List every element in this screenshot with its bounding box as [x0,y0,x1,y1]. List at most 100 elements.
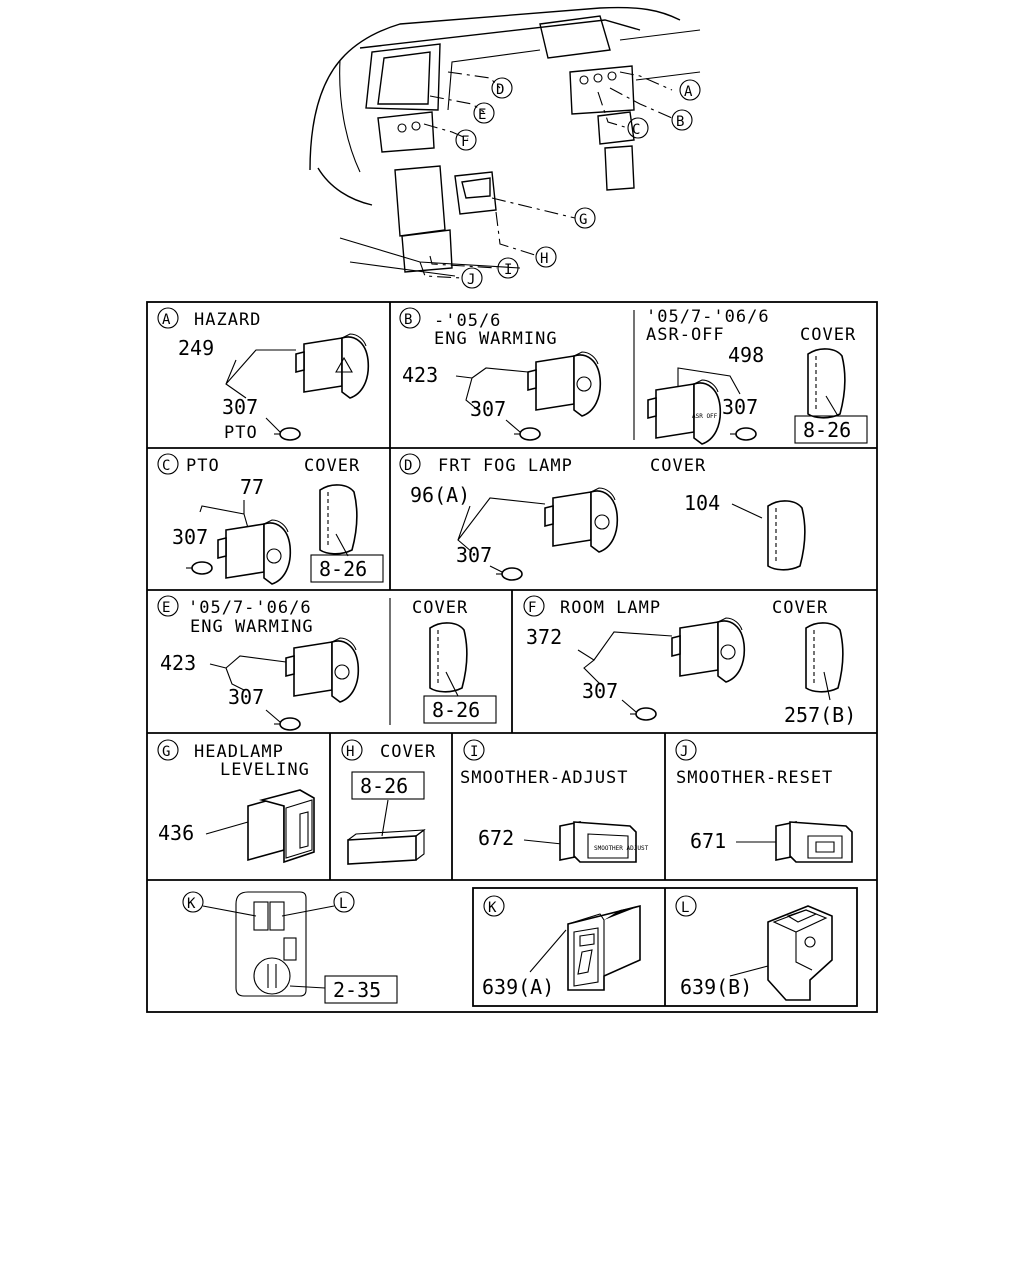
panel-c-letter: C [162,458,170,474]
panel-b-line2: ENG WARMING [434,329,558,349]
smoother-adjust-switch: SMOOTHER ADJUST [559,821,649,863]
cover-piece [805,622,844,693]
panel-h-ref: 8-26 [360,774,408,798]
blank-cover [347,828,426,865]
callout-i-label: I [504,262,512,278]
switch-639b [767,905,833,1001]
panel-b2-part: 498 [728,343,764,367]
panel-c-ref: 8-26 [319,557,367,581]
panel-d-bulb-part: 307 [456,543,492,567]
panel-c-cover-label: COVER [304,456,360,476]
panel-i-part: 672 [478,826,514,850]
panel-a-hazard: A HAZARD 249 307 PTO [157,307,370,443]
panel-kl-ref: 2-35 [333,978,381,1002]
callout-c: C [627,117,649,139]
panel-kl-locator: K L 2-35 [182,891,398,1004]
panel-j-letter: J [680,744,688,760]
callout-b-label: B [676,114,684,130]
panel-a-title: HAZARD [194,310,261,330]
panel-e-part: 423 [160,651,196,675]
cover-piece [319,484,358,555]
panel-f-letter: F [528,600,536,616]
panel-k-part: 639(A) [482,975,554,999]
panel-c-bulb-part: 307 [172,525,208,549]
panel-e-cover-label: COVER [412,598,468,618]
panel-g-line2: LEVELING [220,760,310,780]
panel-a-bulb-label: PTO [224,423,258,443]
panel-f-room-lamp: F ROOM LAMP COVER 372 307 257(B) [523,595,856,727]
panel-j-smoother-reset: J SMOOTHER-RESET 671 [675,739,853,863]
panel-b-letter: B [404,312,412,328]
callout-f: F [455,129,477,151]
panel-g-letter: G [162,744,170,760]
asr-off-switch [647,379,722,445]
panel-i-letter: I [470,744,478,760]
panel-b2-bulb-part: 307 [722,395,758,419]
switch-639a [567,904,641,991]
callout-i: I [497,257,519,279]
locator-l-letter: L [339,896,347,912]
panel-d-letter: D [404,458,412,474]
panel-b-eng-warming: B -'05/6 ENG WARMING 423 307 [399,307,602,441]
panel-g-headlamp-leveling: G HEADLAMP LEVELING 436 [157,739,315,864]
callout-h: H [535,246,557,268]
panel-b-asr-off: '05/7-'06/6 ASR-OFF COVER 498 ASR OFF 30… [646,307,868,445]
panel-b-part: 423 [402,363,438,387]
panel-d-title: FRT FOG LAMP [438,456,573,476]
panel-h-cover: H COVER 8-26 [341,739,436,865]
dashboard-overview: A B C D E F G H I J [309,6,701,289]
callout-a: A [679,79,701,101]
panel-c-pto: C PTO COVER 77 307 8-26 [157,453,384,585]
hazard-switch [295,333,370,399]
leveling-switch [247,789,315,864]
callout-g: G [574,207,596,229]
callout-c-label: C [632,122,640,138]
panel-h-title: COVER [380,742,436,762]
eng-warming-switch [527,351,602,417]
callout-d: D [491,77,513,99]
panel-k: K 639(A) [482,895,641,999]
panel-d-frt-fog-lamp: D FRT FOG LAMP COVER 96(A) 307 104 [399,453,806,581]
callout-e-label: E [478,107,486,123]
hazard-triangle-icon [335,356,353,373]
panel-e-letter: E [162,600,170,616]
callout-j: J [461,267,483,289]
panel-l: L 639(B) [675,895,833,1001]
bulb-icon [185,561,213,575]
panel-d-cover-part: 104 [684,491,720,515]
panel-j-title: SMOOTHER-RESET [676,768,833,788]
panel-b-line1: -'05/6 [434,311,501,331]
panel-e-bulb-part: 307 [228,685,264,709]
cover-piece [807,348,846,419]
callout-e: E [473,102,495,124]
panel-b2-line1: '05/7-'06/6 [646,307,770,327]
panel-i-smoother-adjust: I SMOOTHER-ADJUST 672 SMOOTHER ADJUST [460,739,649,863]
panel-a-bulb-part: 307 [222,395,258,419]
callout-a-label: A [684,84,693,100]
panel-b2-cover-label: COVER [800,325,856,345]
bulb-icon [729,427,757,441]
panel-c-title: PTO [186,456,220,476]
panel-f-cover-label: COVER [772,598,828,618]
parts-grid [146,301,878,1013]
panel-b2-line2: ASR-OFF [646,325,725,345]
eng-warming-switch [285,637,360,703]
panel-h-letter: H [346,744,354,760]
panel-e-line1: '05/7-'06/6 [188,598,312,618]
panel-e-eng-warming: E '05/7-'06/6 ENG WARMING COVER 423 307 … [157,595,497,731]
callout-g-label: G [579,212,587,228]
callout-b: B [671,109,693,131]
panel-k-letter: K [488,900,497,916]
fog-lamp-switch [544,487,619,553]
panel-f-bulb-part: 307 [582,679,618,703]
panel-b-bulb-part: 307 [470,397,506,421]
panel-i-title: SMOOTHER-ADJUST [460,768,629,788]
bulb-icon [495,567,523,581]
callout-d-label: D [496,82,504,98]
smoother-face-label: SMOOTHER ADJUST [594,845,649,852]
panel-g-part: 436 [158,821,194,845]
panel-j-part: 671 [690,829,726,853]
panel-e-ref: 8-26 [432,698,480,722]
panel-f-title: ROOM LAMP [560,598,661,618]
